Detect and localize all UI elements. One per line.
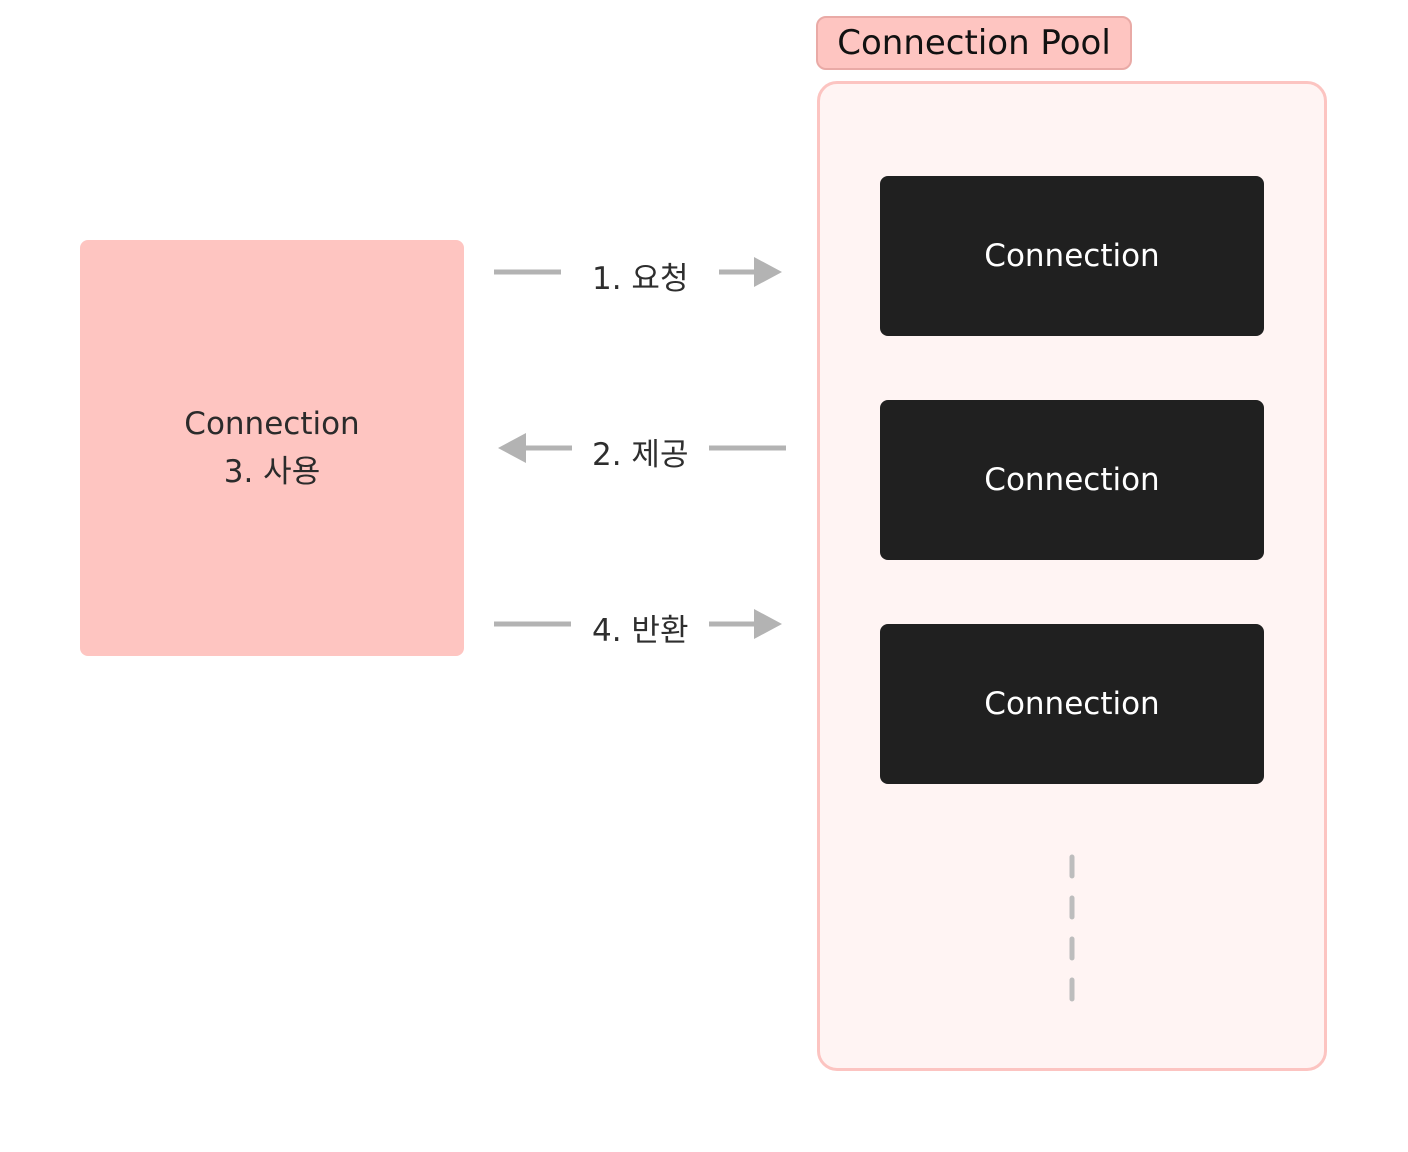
request-arrow [494,257,782,287]
pool-title: Connection Pool [816,16,1132,70]
pool-connection-1: Connection [880,176,1264,336]
client-step-use: 3. 사용 [223,454,321,490]
client-label: Connection [184,406,360,442]
pool-connection-3: Connection [880,624,1264,784]
step-request-label: 1. 요청 [592,261,689,297]
return-arrow [494,609,782,639]
pool-connection-2: Connection [880,400,1264,560]
client-box: Connection 3. 사용 [80,240,464,656]
provide-arrow [498,433,786,463]
step-return-label: 4. 반환 [592,613,689,649]
step-provide-label: 2. 제공 [592,437,689,473]
